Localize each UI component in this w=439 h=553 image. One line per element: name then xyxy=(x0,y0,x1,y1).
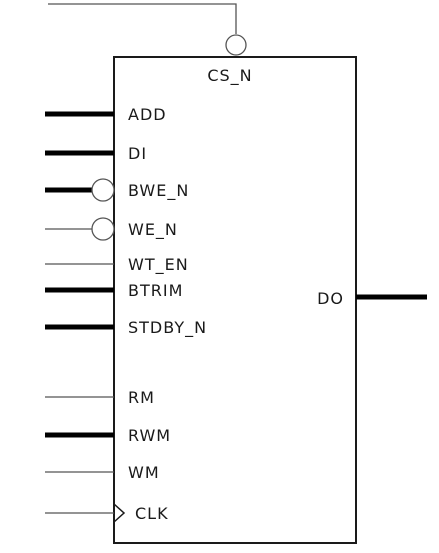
clk-edge-triangle-icon xyxy=(113,503,126,523)
bwe-n-label: BWE_N xyxy=(128,181,189,201)
cs-n-inversion-bubble xyxy=(225,34,247,56)
stdby-n-label: STDBY_N xyxy=(128,318,207,338)
di-label: DI xyxy=(128,144,147,163)
memory-block xyxy=(113,56,357,544)
wt-en-label: WT_EN xyxy=(128,255,189,275)
bwe-n-inversion-bubble xyxy=(91,178,115,202)
cs-n-label: CS_N xyxy=(207,66,252,86)
cs-n-wire xyxy=(48,3,237,34)
add-label: ADD xyxy=(128,105,167,124)
we-n-label: WE_N xyxy=(128,220,178,240)
we-n-inversion-bubble xyxy=(91,217,115,241)
rwm-label: RWM xyxy=(128,426,171,445)
btrim-label: BTRIM xyxy=(128,281,183,300)
rm-label: RM xyxy=(128,388,155,407)
do-label: DO xyxy=(317,289,344,308)
wm-label: WM xyxy=(128,463,160,482)
clk-label: CLK xyxy=(135,504,169,523)
